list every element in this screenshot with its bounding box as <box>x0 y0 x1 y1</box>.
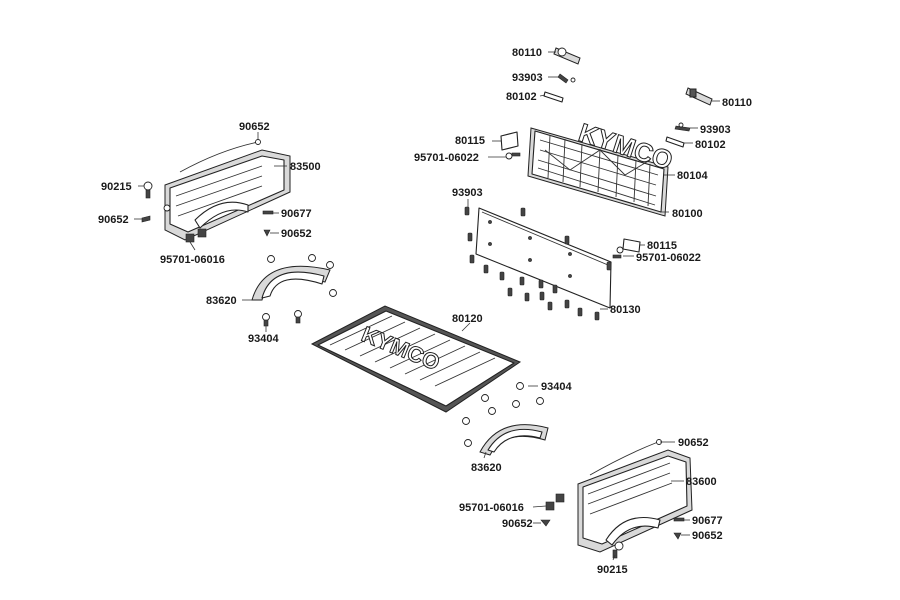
bracket-80102-top <box>543 91 564 103</box>
side-panel-right-83600 <box>577 449 693 553</box>
latch-handle-80110-right <box>685 87 713 106</box>
label-90652-left2: 90652 <box>281 228 312 240</box>
clip-90652-bottom <box>540 519 551 527</box>
clip-90677-right <box>673 517 685 522</box>
label-93903-right: 93903 <box>700 124 731 136</box>
label-93404-right: 93404 <box>541 381 572 393</box>
latch-handle-80110-top <box>553 47 581 65</box>
label-80130: 80130 <box>610 304 641 316</box>
clip-90677-left <box>262 210 274 215</box>
leader-lines <box>134 51 720 561</box>
tailgate-cover-80104: KYMCO <box>527 117 677 217</box>
label-83620-right: 83620 <box>471 462 502 474</box>
bed-mat-80120: KYMCO <box>310 305 522 413</box>
label-90677-left: 90677 <box>281 208 312 220</box>
cable-90652-bottom-right <box>589 439 662 476</box>
label-80120: 80120 <box>452 313 483 325</box>
label-95701-06022-top: 95701-06022 <box>414 152 479 164</box>
label-95701-06016-left: 95701-06016 <box>160 254 225 266</box>
part-labels: 80110 93903 80102 80110 93903 80102 8011… <box>98 47 752 576</box>
side-panel-left-83500 <box>163 149 291 241</box>
screw-set-93903 <box>464 206 612 321</box>
label-80115-mid: 80115 <box>647 240 677 252</box>
fender-liner-left-83620 <box>251 254 337 327</box>
clip-90652-left2 <box>263 229 271 237</box>
clip-95701-06022-top <box>505 152 521 160</box>
clip-95701-06022-mid <box>612 246 624 259</box>
latch-plate-80115-top <box>500 131 519 151</box>
screw-93903-top <box>557 73 576 84</box>
cable-90652-top-left <box>179 139 261 173</box>
label-80115-top: 80115 <box>455 135 485 147</box>
label-90652-bottom: 90652 <box>502 518 533 530</box>
label-90652-left: 90652 <box>98 214 129 226</box>
label-83600: 83600 <box>686 476 717 488</box>
label-90215-left: 90215 <box>101 181 132 193</box>
label-90652-top-left: 90652 <box>239 121 270 133</box>
screw-93903-right <box>674 122 691 132</box>
label-83500: 83500 <box>290 161 321 173</box>
label-80102-right: 80102 <box>695 139 726 151</box>
fender-liner-right-83620 <box>462 382 549 456</box>
label-90652-bottom-right: 90652 <box>678 437 709 449</box>
label-90215-right: 90215 <box>597 564 628 576</box>
label-90652-right2: 90652 <box>692 530 723 542</box>
bolt-95701-06016-right <box>545 493 565 511</box>
label-80104: 80104 <box>677 170 708 182</box>
label-95701-06022-mid: 95701-06022 <box>636 252 701 264</box>
clip-90652-right2 <box>673 532 682 540</box>
label-90677-right: 90677 <box>692 515 723 527</box>
label-80110-right: 80110 <box>722 97 752 109</box>
label-93404-left: 93404 <box>248 333 279 345</box>
bracket-80102-right <box>665 136 685 148</box>
label-80102-top: 80102 <box>506 91 537 103</box>
latch-plate-80115-mid <box>622 238 641 253</box>
label-93903-top: 93903 <box>512 72 543 84</box>
label-80110-top: 80110 <box>512 47 542 59</box>
bolt-90215-right <box>612 541 624 559</box>
bolt-90215-left <box>143 181 153 199</box>
label-93903-mid: 93903 <box>452 187 483 199</box>
clip-90652-left <box>141 215 151 223</box>
label-80100: 80100 <box>672 208 703 220</box>
label-83620-left: 83620 <box>206 295 237 307</box>
label-95701-06016-right: 95701-06016 <box>459 502 524 514</box>
